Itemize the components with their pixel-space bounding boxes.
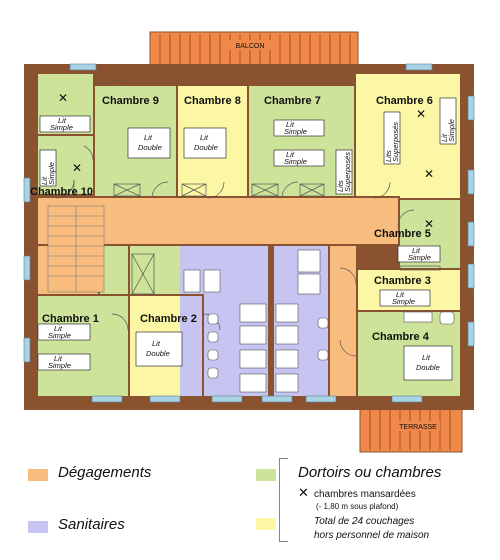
legend-sanitaires: Sanitaires [58, 516, 125, 533]
bed-c4-lit: Lit [422, 353, 431, 362]
room-labels: Chambre 10 Chambre 9 Chambre 8 Chambre 7… [30, 95, 433, 343]
room-label-c2: Chambre 2 [140, 313, 197, 325]
bed-c2-lit: Lit [152, 339, 161, 348]
legend-mansard-mark: ✕ [298, 486, 309, 501]
legend-mansardees: chambres mansardées [314, 489, 416, 500]
bed-c6a-superposes: Superposés [391, 122, 400, 162]
mansard-mark-c10b: ✕ [72, 161, 82, 175]
balcony-label: BALCON [236, 43, 265, 50]
bed-c10b-simple: Simple [47, 162, 56, 185]
legend-dortoirs: Dortoirs ou chambres [298, 464, 442, 481]
bed-c10b-lit: Lit [40, 176, 49, 185]
inner-walls [38, 74, 460, 396]
bed-c8-double: Double [194, 143, 218, 152]
windows [23, 63, 475, 403]
room-label-c1: Chambre 1 [42, 313, 99, 325]
room-label-c7: Chambre 7 [264, 95, 321, 107]
room-label-c9: Chambre 9 [102, 95, 159, 107]
legend-swatch-chambres [256, 518, 276, 530]
legend-mansardees-note: (- 1,80 m sous plafond) [316, 502, 399, 511]
bed-c4-double: Double [416, 363, 440, 372]
bed-c6a-lits: Lits [384, 150, 393, 162]
bed-c7a-simple: Simple [284, 127, 307, 136]
mansard-mark-c6a: ✕ [416, 107, 426, 121]
legend-total-line1: Total de 24 couchages [314, 516, 415, 527]
bed-c8-lit: Lit [200, 133, 209, 142]
door-arcs [55, 79, 415, 357]
bed-c10a-lit: Lit [58, 116, 67, 125]
room-label-c4: Chambre 4 [372, 331, 430, 343]
mansard-marks: ✕ ✕ ✕ ✕ ✕ [58, 91, 434, 231]
bed-c1a-lit: Lit [54, 324, 63, 333]
terrace-label: TERRASSE [399, 424, 437, 431]
bed-c10a-simple: Simple [50, 123, 73, 132]
bed-c7c-lits: Lits [336, 180, 345, 192]
room-label-c10: Chambre 10 [30, 186, 93, 198]
bed-c7b-lit: Lit [286, 150, 295, 159]
room-label-c8: Chambre 8 [184, 95, 241, 107]
room-label-c6: Chambre 6 [376, 95, 433, 107]
bed-c9-lit: Lit [144, 133, 153, 142]
bed-labels: Lit Simple Lit Simple Lit Double Lit Dou… [40, 116, 456, 372]
sanitary-fixtures [183, 249, 455, 393]
bed-c5-simple: Simple [408, 253, 431, 262]
bed-c3-simple: Simple [392, 297, 415, 306]
bed-c1b-lit: Lit [54, 354, 63, 363]
bed-c7a-lit: Lit [286, 120, 295, 129]
bed-c2-double: Double [146, 349, 170, 358]
room-label-c5: Chambre 5 [374, 228, 431, 240]
mansard-mark-c10a: ✕ [58, 91, 68, 105]
legend-swatch-sanitaires [28, 521, 48, 533]
bed-c3-lit: Lit [396, 290, 405, 299]
bed-c9-double: Double [138, 143, 162, 152]
legend-swatch-dortoirs [256, 469, 276, 481]
wardrobes [113, 183, 441, 295]
bed-c1a-simple: Simple [48, 331, 71, 340]
bed-c5-lit: Lit [412, 246, 421, 255]
staircase [47, 205, 105, 293]
beds [37, 97, 457, 381]
bed-c6b-simple: Simple [447, 119, 456, 142]
legend-swatch-degagements [28, 469, 48, 481]
mansard-mark-c6b: ✕ [424, 167, 434, 181]
legend-total-line2: hors personnel de maison [314, 530, 430, 541]
bed-c1b-simple: Simple [48, 361, 71, 370]
bed-c7c-superposes: Superposés [343, 152, 352, 192]
terrace: TERRASSE [359, 407, 463, 453]
bed-c7b-simple: Simple [284, 157, 307, 166]
bed-c6b-lit: Lit [440, 133, 449, 142]
room-label-c3: Chambre 3 [374, 275, 431, 287]
mansard-mark-c5: ✕ [424, 217, 434, 231]
legend-divider [279, 458, 288, 542]
legend-degagements: Dégagements [58, 464, 152, 481]
